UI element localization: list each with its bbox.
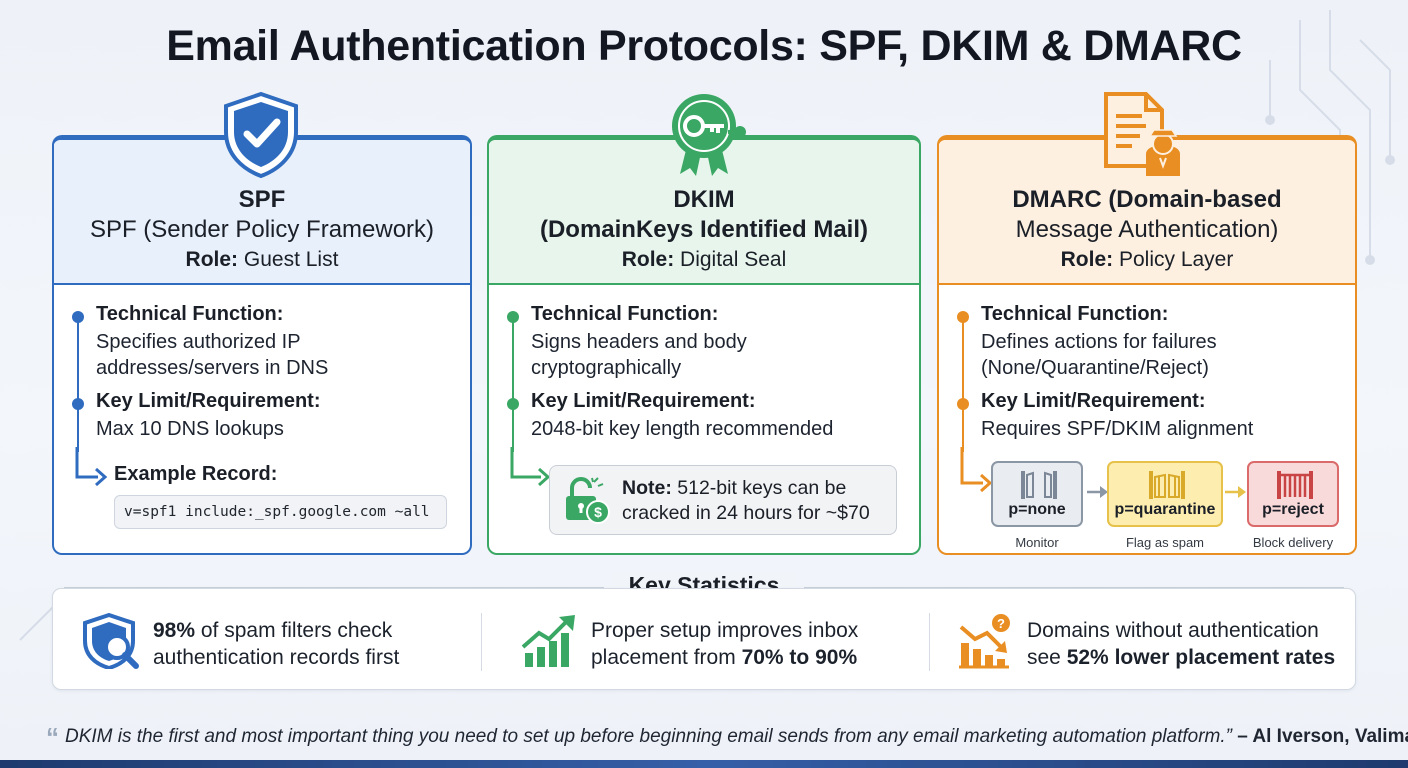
closed-gate-icon: [1277, 471, 1313, 499]
policy-reject: p=reject Block delivery: [1247, 461, 1339, 550]
stat-value: 98%: [153, 619, 196, 642]
dkim-function-text-1: Signs headers and body: [531, 331, 747, 353]
key-statistics-panel: 98% of spam filters check authentication…: [52, 588, 1356, 690]
quote-text: DKIM is the first and most important thi…: [65, 726, 1232, 747]
stat-value: 70% to 90%: [741, 646, 858, 669]
spf-limit-text: Max 10 DNS lookups: [96, 418, 284, 440]
dkim-function-text-2: cryptographically: [531, 357, 682, 379]
dkim-subtitle: (DomainKeys Identified Mail): [539, 216, 869, 243]
dmarc-details: Technical Function: Defines actions for …: [939, 285, 1355, 555]
dmarc-function-text-1: Defines actions for failures: [981, 331, 1217, 353]
stat-value: 52% lower placement rates: [1066, 646, 1336, 669]
dkim-card-header: DKIM (DomainKeys Identified Mail) Role: …: [489, 140, 919, 285]
dkim-details: Technical Function: Signs headers and bo…: [489, 285, 919, 555]
spf-subtitle: SPF (Sender Policy Framework): [89, 216, 435, 243]
shield-search-icon: [83, 613, 139, 669]
dkim-limit-text: 2048-bit key length recommended: [531, 418, 834, 440]
svg-text:?: ?: [997, 616, 1005, 631]
spf-limit-label: Key Limit/Requirement:: [96, 390, 321, 412]
policy-none: p=none Monitor: [991, 461, 1083, 550]
dkim-function-label: Technical Function:: [531, 303, 719, 325]
arrow-right-icon: [75, 447, 108, 487]
stat-item: 98% of spam filters check authentication…: [83, 589, 483, 691]
spf-role: Role: Guest List: [185, 248, 339, 271]
svg-text:$: $: [594, 504, 602, 520]
dmarc-function-text-2: (None/Quarantine/Reject): [981, 357, 1209, 379]
policy-caption: Flag as spam: [1125, 535, 1205, 550]
dkim-note: $ Note: 512-bit keys can be cracked in 2…: [549, 465, 897, 535]
dmarc-limit-text: Requires SPF/DKIM alignment: [981, 418, 1254, 440]
decline-chart-icon: ?: [959, 614, 1010, 669]
spf-details: Technical Function: Specifies authorized…: [54, 285, 470, 555]
document-officer-icon: [1104, 92, 1180, 176]
policy-name: p=reject: [1262, 501, 1324, 518]
arrow-right-icon: [960, 447, 993, 493]
timeline-dot: [957, 398, 969, 410]
footer-bar: [0, 760, 1408, 768]
dmarc-subtitle: Message Authentication): [1015, 216, 1279, 243]
dkim-note-text: Note: 512-bit keys can be cracked in 24 …: [622, 477, 870, 524]
dkim-card: DKIM (DomainKeys Identified Mail) Role: …: [487, 135, 921, 555]
dmarc-role: Role: Policy Layer: [1060, 248, 1234, 271]
timeline-dot: [507, 398, 519, 410]
policy-caption: Block delivery: [1252, 535, 1334, 550]
shield-check-icon: [224, 92, 298, 178]
stat-item: Proper setup improves inbox placement fr…: [521, 589, 921, 691]
example-record-label: Example Record:: [114, 463, 278, 485]
spf-function-text-1: Specifies authorized IP: [96, 331, 301, 353]
timeline-dot: [72, 311, 84, 323]
dkim-title: DKIM: [673, 186, 735, 213]
page-title: Email Authentication Protocols: SPF, DKI…: [166, 22, 1242, 70]
spf-card: SPF SPF (Sender Policy Framework) Role: …: [52, 135, 472, 555]
example-record-code: v=spf1 include:_spf.google.com ~all: [114, 495, 447, 529]
arrow-right-icon: [510, 447, 551, 487]
timeline-dot: [507, 311, 519, 323]
key-seal-icon: [672, 94, 746, 176]
policy-caption: Monitor: [1015, 535, 1059, 550]
spf-function-label: Technical Function:: [96, 303, 284, 325]
timeline-dot: [957, 311, 969, 323]
stat-item: ? Domains without authentication see 52%…: [957, 589, 1357, 691]
timeline-dot: [72, 398, 84, 410]
growth-chart-icon: [521, 615, 575, 667]
spf-title: SPF: [238, 186, 286, 213]
policy-name: p=quarantine: [1114, 501, 1216, 518]
dmarc-card: DMARC (Domain-based Message Authenticati…: [937, 135, 1357, 555]
half-gate-icon: [1149, 471, 1185, 499]
dmarc-function-label: Technical Function:: [981, 303, 1169, 325]
dkim-limit-label: Key Limit/Requirement:: [531, 390, 756, 412]
broken-lock-icon: $: [566, 477, 610, 524]
arrow-right-icon: [1225, 486, 1246, 498]
spf-function-text-2: addresses/servers in DNS: [96, 357, 329, 379]
quote-attribution: – Al Iverson, Valimail: [1237, 726, 1408, 747]
policy-quarantine: p=quarantine Flag as spam: [1107, 461, 1223, 550]
dmarc-title: DMARC (Domain-based: [1012, 186, 1282, 213]
policy-name: p=none: [1008, 501, 1066, 518]
arrow-right-icon: [1087, 486, 1108, 498]
quote: “ DKIM is the first and most important th…: [46, 722, 1408, 753]
quote-mark-icon: “: [46, 722, 59, 752]
dmarc-limit-label: Key Limit/Requirement:: [981, 390, 1206, 412]
open-gate-icon: [1021, 471, 1057, 499]
dkim-role: Role: Digital Seal: [621, 248, 787, 271]
